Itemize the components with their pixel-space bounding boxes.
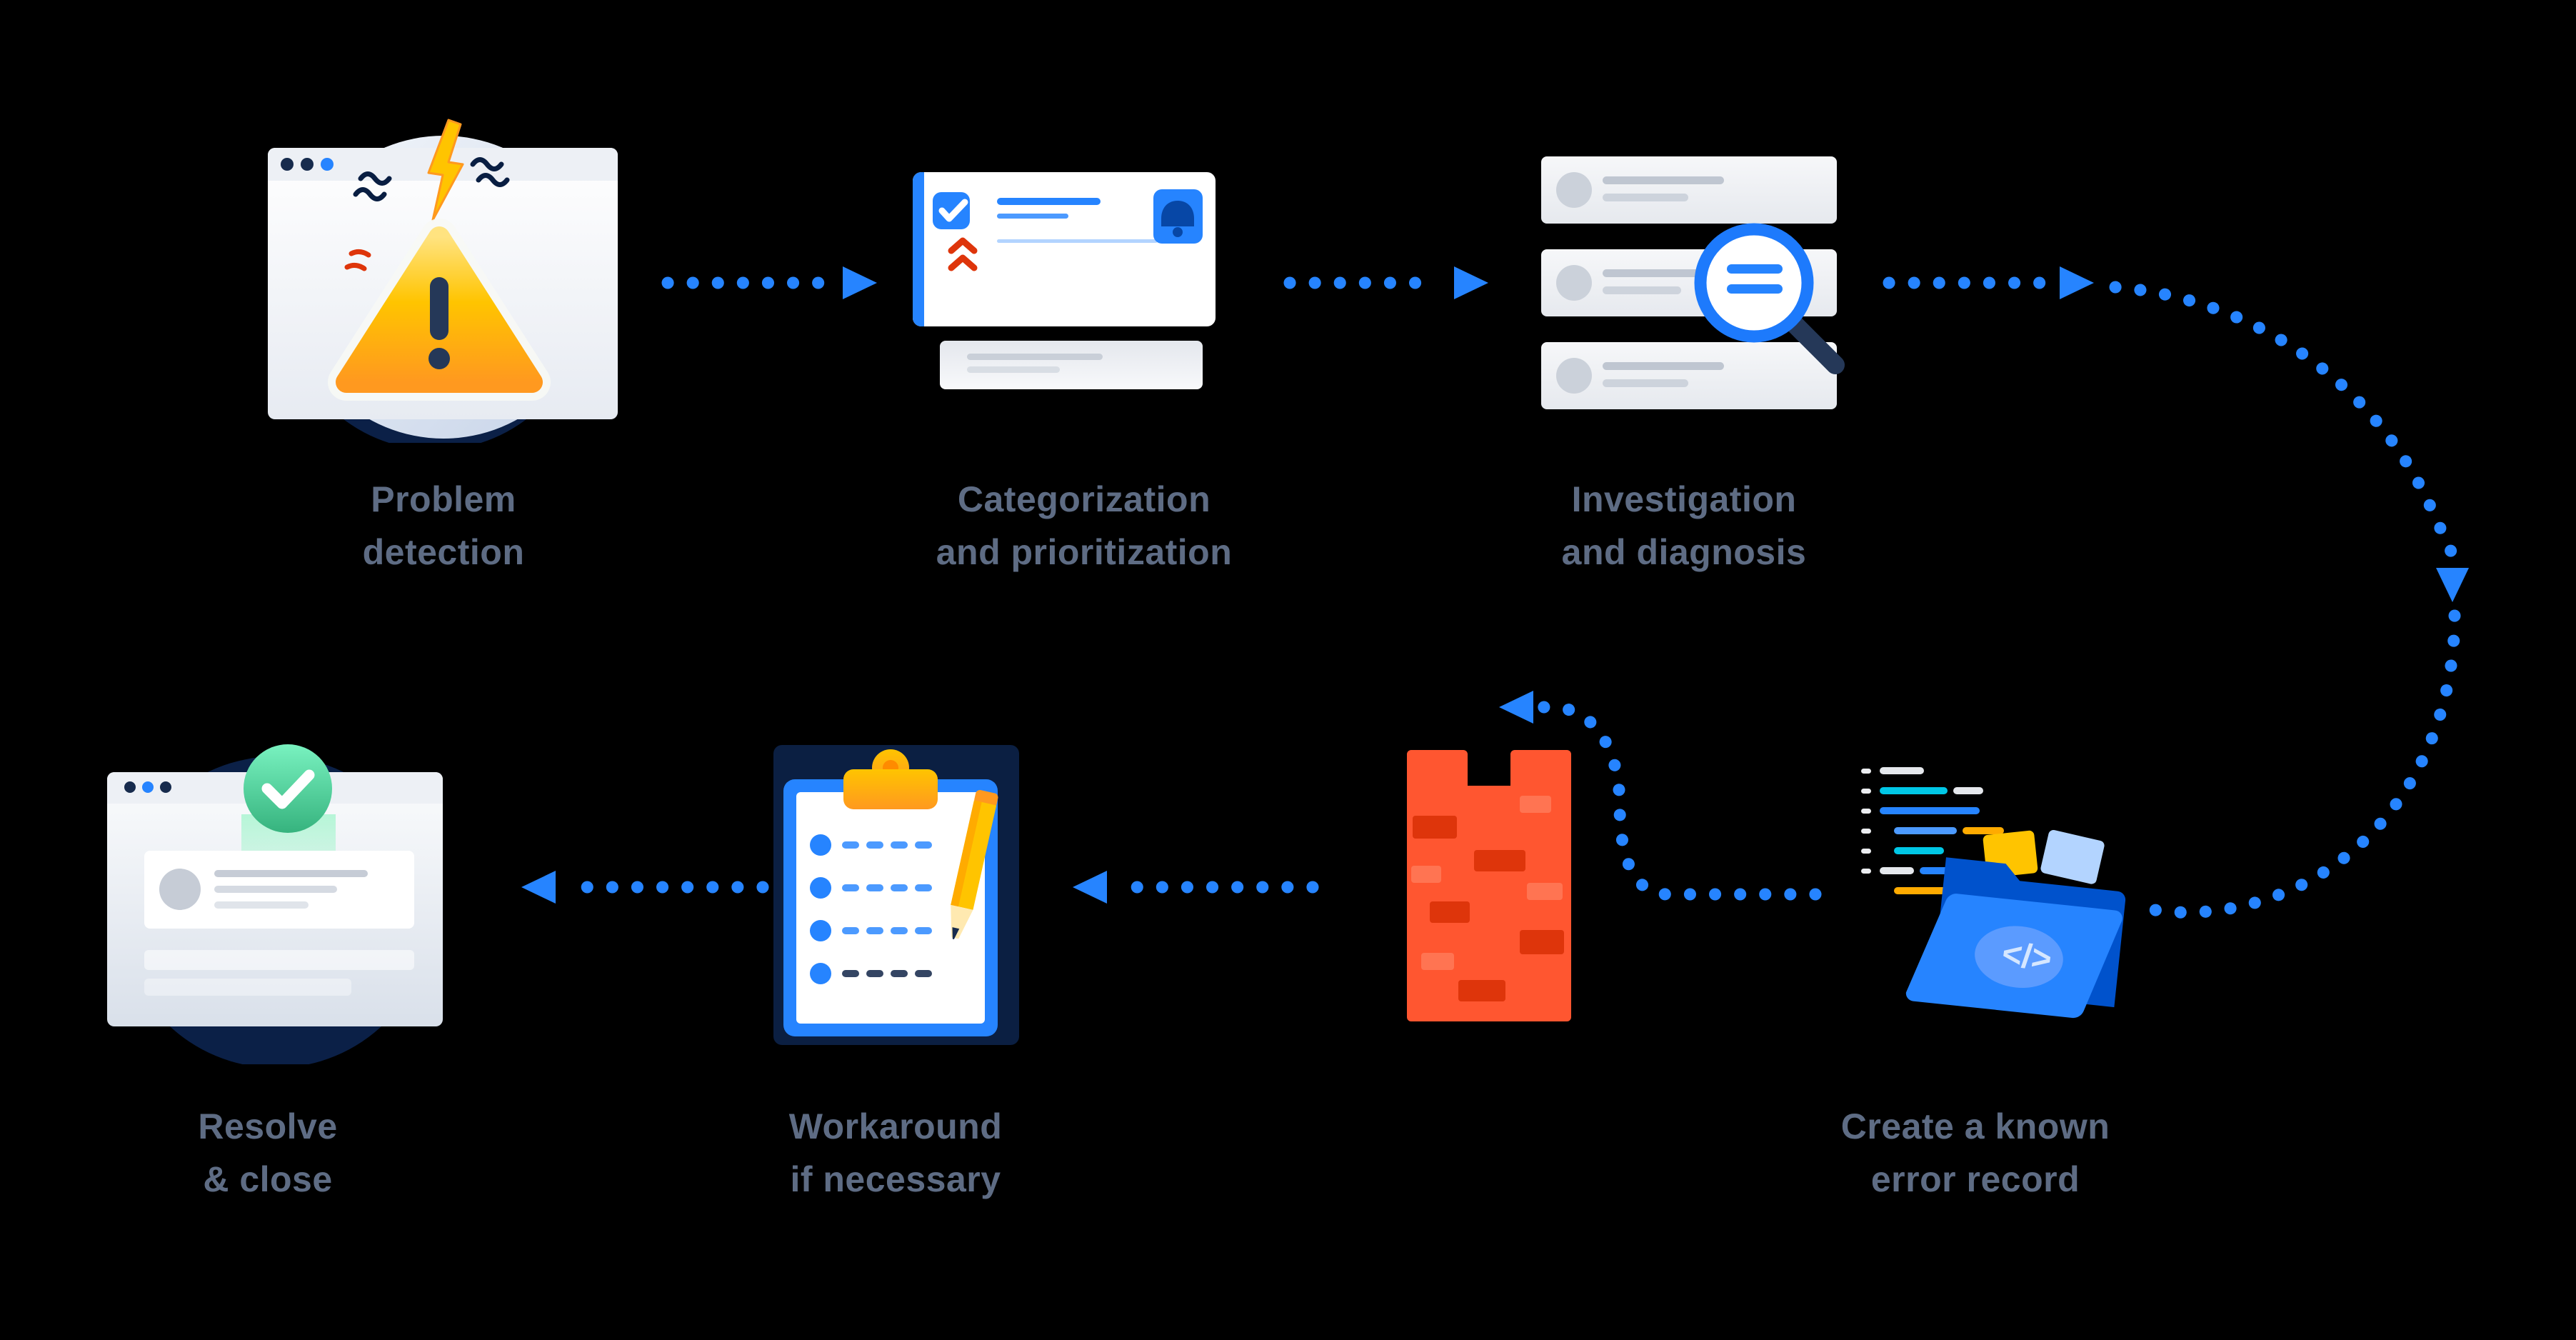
avatar (1556, 172, 1592, 208)
text-line (1603, 176, 1724, 184)
label-line: error record (1870, 1159, 2080, 1199)
arrow-head-right-3 (2060, 266, 2094, 299)
avatar (1556, 358, 1592, 394)
label-line: Workaround (788, 1106, 1003, 1146)
checklist-row (810, 877, 932, 899)
arrow-head-left-to-clipboard (1073, 871, 1107, 904)
ticket-card (913, 172, 1216, 326)
label-line: Create a known (1840, 1106, 2110, 1146)
connector-folder-to-brick (1534, 701, 1822, 901)
magnifier-icon (1694, 223, 1845, 374)
arrow-head-left-to-resolve (521, 871, 556, 904)
label-line: Categorization (957, 479, 1211, 519)
warning-triangle-icon (328, 219, 551, 401)
faint-row (144, 950, 414, 970)
search-list-icon (1541, 156, 1845, 409)
text-line (214, 886, 337, 893)
step-icon-workaround (768, 739, 1025, 1054)
step-icon-resolve-close (100, 743, 471, 1064)
label-problem-detection: Problem detection (222, 473, 665, 579)
brick-wall-icon (1400, 750, 1578, 1021)
checkbox-icon (933, 192, 970, 229)
check-icon (938, 199, 968, 222)
arrow-head-down (2436, 568, 2469, 602)
step-icon-create-known-error: </> (1843, 743, 2157, 1043)
step-icon-problem-detection (243, 107, 643, 443)
shake-squiggle-icon (353, 157, 510, 201)
text-line (1603, 269, 1717, 277)
arrow-head-left-to-brick (1499, 691, 1533, 724)
text-line (1603, 286, 1681, 294)
warning-browser-icon (268, 119, 618, 443)
text-line (1603, 379, 1688, 387)
priority-highest-icon (948, 237, 978, 271)
checklist-row (810, 920, 932, 941)
shadow-card (940, 341, 1203, 389)
content-card (144, 851, 414, 929)
text-line (214, 870, 368, 877)
faint-row (144, 979, 351, 996)
text-line (1603, 362, 1724, 370)
label-line: detection (362, 532, 525, 572)
text-line (1603, 194, 1688, 201)
brick-texture (1411, 796, 1564, 1001)
step-icon-investigation (1535, 154, 1878, 411)
crack-spark-icon (344, 249, 371, 271)
connector-right-curve-upper (2109, 281, 2457, 558)
label-line: & close (203, 1159, 333, 1199)
file-tab-blue (2040, 830, 2105, 884)
checklist-row (810, 834, 932, 856)
label-line: and diagnosis (1561, 532, 1807, 572)
code-badge (1975, 926, 2063, 988)
step-icon-categorization (907, 168, 1236, 404)
list-row (1541, 342, 1837, 409)
label-resolve-close: Resolve & close (46, 1100, 489, 1206)
ticket-card-icon (913, 172, 1216, 389)
text-line (214, 901, 309, 909)
browser-dot-icon (281, 158, 294, 171)
label-line: if necessary (790, 1159, 1001, 1199)
code-folder-icon (1861, 767, 2126, 1018)
label-line: Resolve (198, 1106, 338, 1146)
arrow-head-right-2 (1454, 266, 1488, 299)
brick-wall-icon (1407, 750, 1571, 1021)
clipboard-checklist-icon (773, 745, 1019, 1045)
label-categorization: Categorization and prioritization (863, 473, 1305, 579)
text-line (997, 214, 1068, 219)
success-badge (244, 744, 332, 833)
resolved-browser-icon (107, 744, 443, 1064)
browser-dot-icon (160, 781, 171, 793)
card-accent-strip (913, 172, 924, 326)
label-workaround: Workaround if necessary (674, 1100, 1117, 1206)
pencil-icon (951, 790, 998, 940)
label-investigation: Investigation and diagnosis (1463, 473, 1905, 579)
arrow-head-right-1 (843, 266, 877, 299)
connector-right-curve-lower (2135, 609, 2461, 919)
clipboard-clip (843, 749, 938, 809)
bell-icon (1161, 201, 1194, 237)
label-line: Investigation (1571, 479, 1797, 519)
browser-dot-icon (124, 781, 136, 793)
exclamation-mark-icon (430, 277, 448, 340)
avatar (1556, 265, 1592, 301)
list-row (1541, 156, 1837, 224)
browser-dot-icon (301, 158, 314, 171)
label-line: Problem (371, 479, 516, 519)
check-icon (261, 769, 315, 809)
browser-dot-icon (321, 158, 334, 171)
browser-dot-icon (142, 781, 154, 793)
lightning-bolt-icon (427, 119, 464, 221)
text-line (997, 239, 1158, 243)
label-line: and prioritization (936, 532, 1233, 572)
label-create-known-error: Create a known error record (1754, 1100, 2197, 1206)
avatar (159, 869, 201, 910)
clipboard-paper (796, 792, 985, 1024)
folder-icon (1905, 830, 2126, 1018)
text-line (997, 198, 1101, 205)
checklist-row (810, 963, 932, 984)
